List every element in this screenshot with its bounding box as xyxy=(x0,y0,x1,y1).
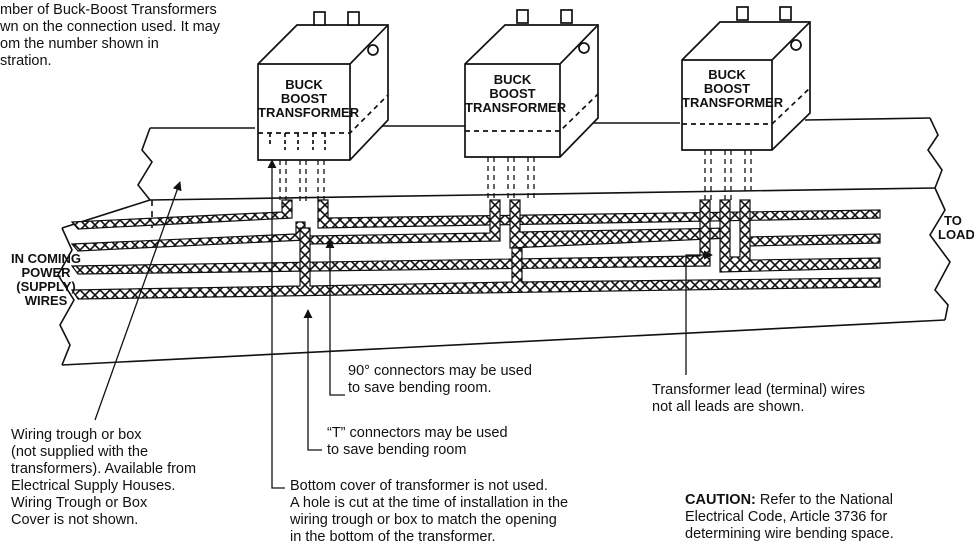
transformer-label-line: BUCK xyxy=(285,77,323,92)
caution-line-1: CAUTION: Refer to the National xyxy=(685,492,894,509)
callout-90-connectors: 90° connectors may be used to save bendi… xyxy=(348,363,532,397)
callout-leaders xyxy=(94,159,713,489)
callout-line: to save bending room. xyxy=(348,380,492,396)
callout-lead-wires: Transformer lead (terminal) wires not al… xyxy=(652,382,865,416)
caution-heading: CAUTION: xyxy=(685,492,756,508)
transformer-label-line: TRANSFORMER xyxy=(258,105,360,120)
callout-line: Wiring trough or box xyxy=(11,427,142,443)
callout-line: in the bottom of the transformer. xyxy=(290,529,496,545)
callout-line: Wiring Trough or Box xyxy=(11,495,148,511)
incoming-label-line: WIRES xyxy=(24,293,68,308)
transformer-label-line: BOOST xyxy=(703,81,751,96)
transformer-label-line: TRANSFORMER xyxy=(465,100,567,115)
caution-text: Refer to the National xyxy=(755,492,893,508)
transformer-label-line: BUCK xyxy=(708,67,746,82)
callout-line: A hole is cut at the time of installatio… xyxy=(290,495,569,511)
load-label-line: TO xyxy=(944,213,962,228)
top-note-line: mber of Buck-Boost Transformers xyxy=(0,2,217,18)
transformer-1-label: BUCK BOOST TRANSFORMER xyxy=(258,77,360,120)
callout-line: Electrical Supply Houses. xyxy=(11,478,176,494)
to-load-label: TO LOAD xyxy=(938,214,974,242)
top-note-line: om the number shown in xyxy=(0,36,159,52)
transformer-2 xyxy=(464,9,599,158)
top-note: mber of Buck-Boost Transformers wn on th… xyxy=(0,2,220,70)
transformer-3-label: BUCK BOOST TRANSFORMER xyxy=(682,67,784,110)
callout-line: to save bending room xyxy=(327,442,467,458)
callout-line: transformers). Available from xyxy=(11,461,197,477)
lead-wires-dashed xyxy=(279,150,752,205)
incoming-power-label: IN COMING POWER (SUPPLY) WIRES xyxy=(2,252,90,308)
transformer-label-line: TRANSFORMER xyxy=(682,95,784,110)
caution-line-3: determining wire bending space. xyxy=(685,526,894,542)
callout-line: Transformer lead (terminal) wires xyxy=(652,382,865,398)
callout-line: not all leads are shown. xyxy=(652,399,805,415)
top-note-line: stration. xyxy=(0,53,52,69)
callout-line: (not supplied with the xyxy=(11,444,149,460)
transformer-2-label: BUCK BOOST TRANSFORMER xyxy=(465,72,567,115)
callout-line: “T” connectors may be used xyxy=(327,425,508,441)
top-note-line: wn on the connection used. It may xyxy=(0,19,221,35)
callout-line: Bottom cover of transformer is not used. xyxy=(290,478,548,494)
incoming-label-line: POWER xyxy=(21,265,71,280)
incoming-label-line: IN COMING xyxy=(10,251,82,266)
callout-line: Cover is not shown. xyxy=(11,512,139,528)
callout-wiring-trough: Wiring trough or box (not supplied with … xyxy=(11,427,196,529)
incoming-label-line: (SUPPLY) xyxy=(16,279,76,294)
callout-t-connectors: “T” connectors may be used to save bendi… xyxy=(327,425,508,459)
callout-line: 90° connectors may be used xyxy=(348,363,532,379)
transformer-3 xyxy=(681,6,811,151)
callout-line: wiring trough or box to match the openin… xyxy=(290,512,557,528)
transformer-label-line: BUCK xyxy=(493,72,532,87)
supply-wires xyxy=(70,199,881,300)
caution-line-2: Electrical Code, Article 3736 for xyxy=(685,509,888,525)
callout-bottom-cover: Bottom cover of transformer is not used.… xyxy=(290,478,568,546)
transformer-label-line: BOOST xyxy=(280,91,328,106)
load-label-line: LOAD xyxy=(938,227,974,242)
transformer-label-line: BOOST xyxy=(489,86,536,101)
caution-note: CAUTION: Refer to the National Electrica… xyxy=(685,492,894,543)
transformer-1 xyxy=(257,11,389,161)
